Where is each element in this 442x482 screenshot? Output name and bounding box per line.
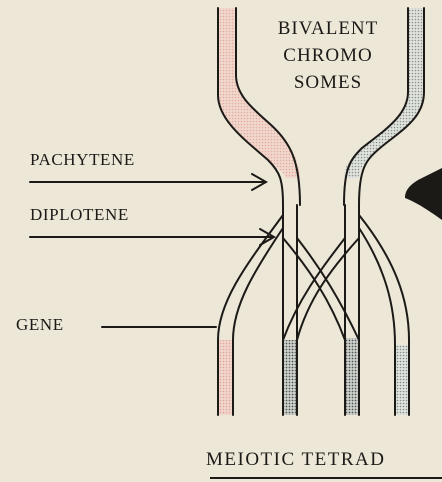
meiotic-tetrad-label: MEIOTIC TETRAD <box>206 449 386 471</box>
chromatid-1-shading <box>218 340 233 415</box>
outer-strand-left-2 <box>233 228 283 415</box>
pachytene-label: PACHYTENE <box>30 150 135 170</box>
chromatid-4-shading <box>395 345 409 415</box>
chromatid-3-shading <box>345 338 359 415</box>
gene-label: GENE <box>16 315 64 335</box>
diplotene-label: DIPLOTENE <box>30 205 129 225</box>
chromatid-2-shading <box>283 340 297 415</box>
bivalent-title-line2: CHROMO <box>258 43 398 68</box>
crossover-strand-3 <box>297 238 359 340</box>
bivalent-title-line3: SOMES <box>258 70 398 95</box>
next-stage-arrow-fragment <box>405 168 442 220</box>
crossover-strand-2 <box>297 238 359 340</box>
crossover-strand-1 <box>283 238 345 340</box>
bivalent-title-line1: BIVALENT <box>258 16 398 41</box>
crossover-strand-4 <box>283 238 345 340</box>
outer-strand-right-2 <box>359 228 395 415</box>
